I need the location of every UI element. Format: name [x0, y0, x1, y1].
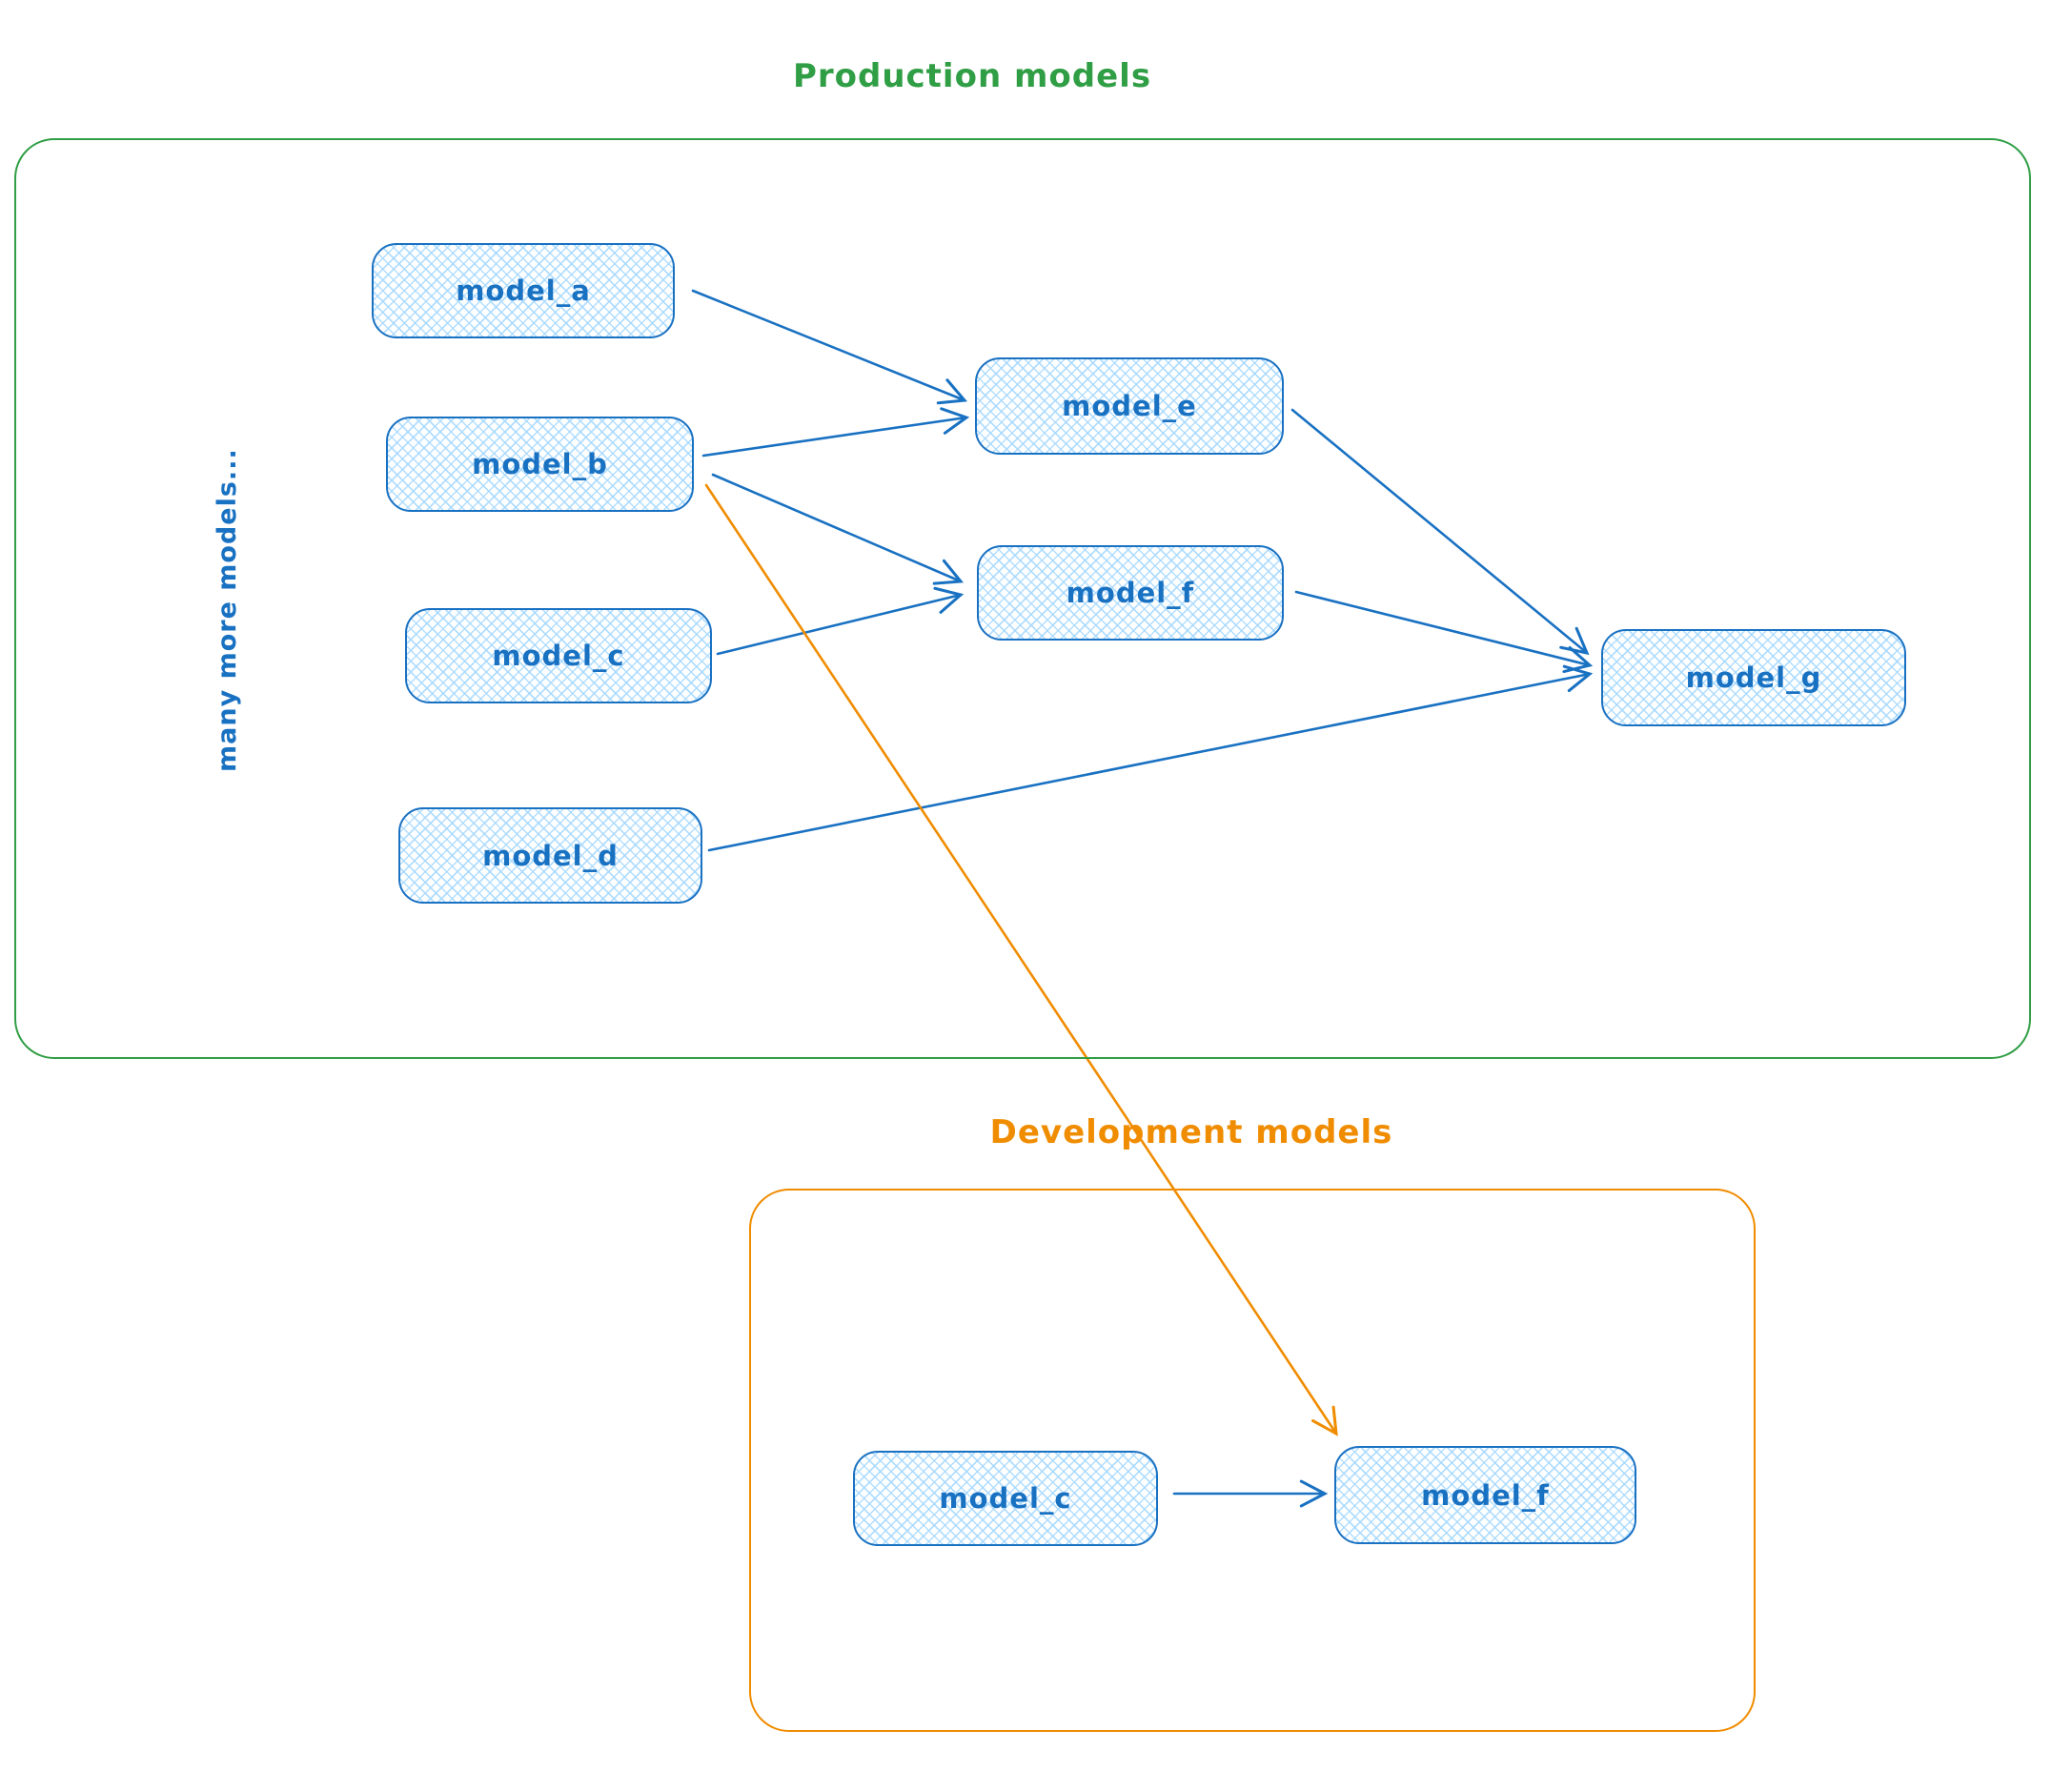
node-model_a: model_a: [372, 243, 675, 338]
node-label: model_b: [472, 448, 608, 480]
node-model_b: model_b: [386, 417, 694, 512]
node-model_f: model_f: [977, 545, 1284, 641]
development-group-title: Development models: [989, 1113, 1393, 1151]
node-label: model_f: [1421, 1478, 1550, 1512]
node-label: model_e: [1062, 390, 1197, 422]
side-note: many more models...: [213, 448, 242, 772]
node-label: model_f: [1066, 577, 1195, 609]
node-label: model_a: [456, 275, 591, 307]
node-model_d: model_d: [398, 807, 702, 904]
production-group-box: [14, 138, 2031, 1059]
node-model_g: model_g: [1601, 629, 1906, 726]
node-label: model_c: [492, 640, 625, 672]
node-label: model_d: [482, 839, 619, 872]
node-dev_model_c: model_c: [853, 1451, 1158, 1546]
node-model_e: model_e: [975, 357, 1284, 455]
node-dev_model_f: model_f: [1334, 1446, 1636, 1544]
node-label: model_g: [1685, 662, 1822, 694]
node-model_c: model_c: [405, 608, 712, 703]
node-label: model_c: [939, 1482, 1072, 1515]
development-group-box: [749, 1189, 1756, 1732]
production-group-title: Production models: [792, 57, 1152, 95]
